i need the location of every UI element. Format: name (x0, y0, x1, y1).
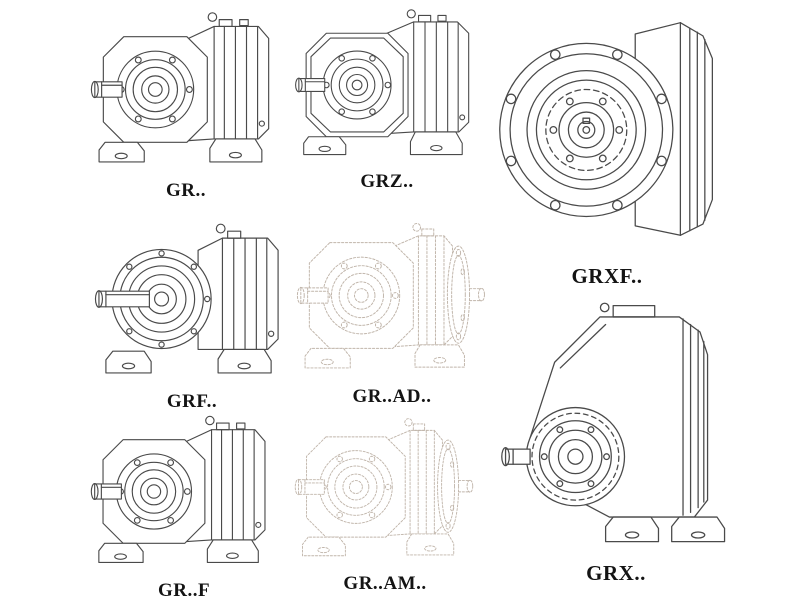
gearbox-drawing-grf (92, 212, 292, 386)
figure-gram: GR..AM.. (292, 406, 478, 595)
figure-label-grz: GRZ.. (360, 171, 414, 192)
figure-label-grxf: GRXF.. (571, 264, 643, 288)
figure-gr: GR.. (88, 4, 284, 202)
gearbox-drawing-gram (292, 406, 478, 568)
figure-label-grf: GRF.. (166, 391, 218, 412)
figure-label-gram: GR..AM.. (343, 573, 427, 594)
figure-grf: GRF.. (92, 212, 292, 413)
figure-label-grad: GR..AD.. (352, 386, 432, 407)
gearbox-drawing-grx (498, 298, 734, 553)
figure-grad: GR..AD.. (294, 210, 490, 408)
figure-grxf: GRXF.. (494, 2, 720, 289)
figure-label-grx: GRX.. (586, 561, 646, 585)
gearbox-drawing-gr (88, 4, 284, 175)
figure-grx: GRX.. (498, 298, 734, 586)
gearbox-drawing-grff (88, 408, 280, 575)
gearbox-drawing-grz (294, 4, 480, 166)
figure-label-grff: GR..F (157, 580, 211, 600)
figure-label-gr: GR.. (166, 180, 206, 201)
figure-grz: GRZ.. (294, 4, 480, 193)
gearbox-drawing-grad (294, 210, 490, 381)
figure-grff: GR..F (88, 408, 280, 600)
gearbox-drawing-grxf (494, 2, 720, 256)
